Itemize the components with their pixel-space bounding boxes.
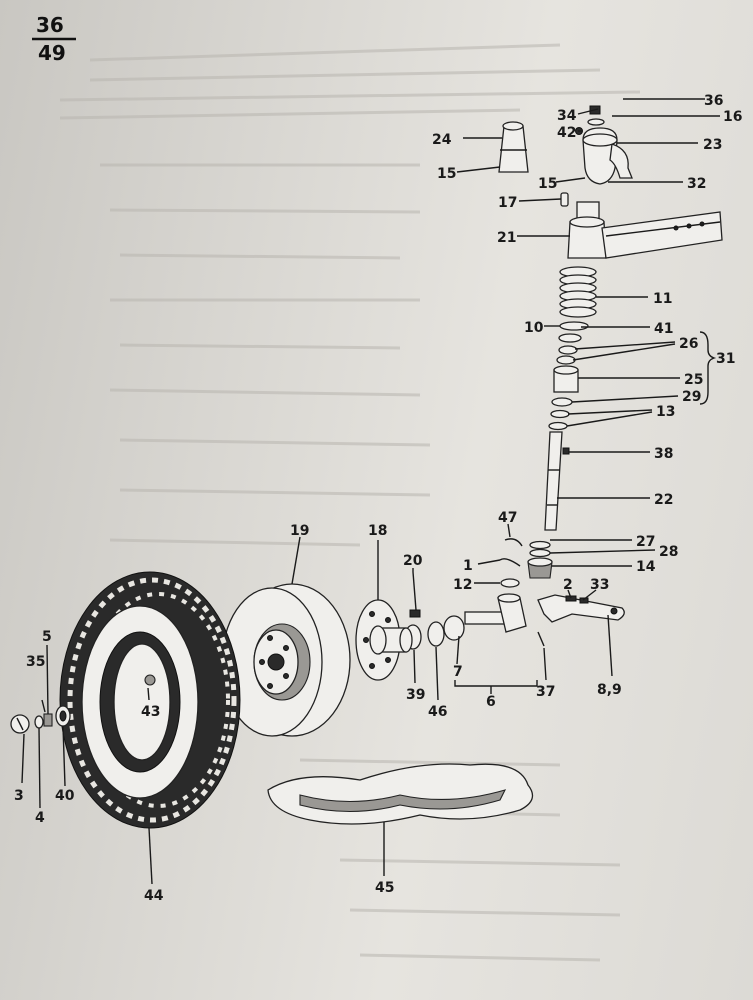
callout-24: 24 bbox=[432, 132, 452, 148]
callout-7: 7 bbox=[453, 664, 463, 680]
callout-3: 3 bbox=[14, 788, 24, 804]
hub-cap-3 bbox=[10, 714, 30, 734]
callout-25: 25 bbox=[684, 372, 703, 388]
callout-17: 17 bbox=[498, 195, 517, 211]
callout-47: 47 bbox=[498, 510, 517, 526]
callout-numbers: 36 34 16 42 24 23 15 15 32 17 21 11 10 4… bbox=[14, 93, 742, 904]
callout-26: 26 bbox=[679, 336, 698, 352]
callout-22: 22 bbox=[654, 492, 673, 508]
callout-32: 32 bbox=[687, 176, 706, 192]
nut-5 bbox=[43, 713, 53, 727]
washer-13 bbox=[548, 409, 570, 431]
seal-29 bbox=[551, 397, 573, 407]
hub-18 bbox=[355, 599, 413, 681]
clip-47 bbox=[504, 538, 523, 547]
callout-40: 40 bbox=[55, 788, 75, 804]
callout-13: 13 bbox=[656, 404, 675, 420]
stub-axle-7 bbox=[464, 593, 527, 633]
callout-10: 10 bbox=[524, 320, 544, 336]
ring-10 bbox=[559, 321, 589, 331]
callout-41: 41 bbox=[654, 321, 673, 337]
spring-pin-1 bbox=[499, 558, 521, 567]
callout-42: 42 bbox=[557, 125, 576, 141]
callout-46: 46 bbox=[428, 704, 447, 720]
callout-16: 16 bbox=[723, 109, 742, 125]
callout-31: 31 bbox=[716, 351, 735, 367]
callout-14: 14 bbox=[636, 559, 656, 575]
castle-nut-14 bbox=[527, 557, 553, 579]
page-number-top: 36 bbox=[36, 13, 64, 37]
bushing-25 bbox=[553, 365, 579, 393]
callout-44: 44 bbox=[144, 888, 164, 904]
callout-12: 12 bbox=[453, 577, 472, 593]
callout-6: 6 bbox=[486, 694, 496, 710]
callout-38: 38 bbox=[654, 446, 673, 462]
bearing-40 bbox=[55, 705, 71, 727]
callout-37: 37 bbox=[536, 684, 555, 700]
callout-11: 11 bbox=[653, 291, 672, 307]
callout-4: 4 bbox=[35, 810, 45, 826]
callout-34: 34 bbox=[557, 108, 577, 124]
callout-28: 28 bbox=[659, 544, 678, 560]
washer-4 bbox=[34, 715, 44, 729]
washer-12 bbox=[500, 578, 520, 588]
callout-43: 43 bbox=[141, 704, 160, 720]
callout-33: 33 bbox=[590, 577, 609, 593]
bearing-cone bbox=[443, 615, 465, 641]
pin-17 bbox=[560, 192, 569, 207]
leader-lines bbox=[21, 98, 720, 885]
bushing-24 bbox=[498, 121, 529, 173]
pin-35 bbox=[41, 699, 46, 713]
callout-15a: 15 bbox=[437, 166, 456, 182]
tyre-44 bbox=[59, 571, 241, 829]
callout-45: 45 bbox=[375, 880, 394, 896]
rim-19 bbox=[221, 583, 351, 737]
steering-arm-8-9 bbox=[537, 594, 625, 623]
seal-46 bbox=[427, 621, 445, 647]
callout-18: 18 bbox=[368, 523, 387, 539]
callout-1: 1 bbox=[463, 558, 473, 574]
callout-19: 19 bbox=[290, 523, 309, 539]
ring-41 bbox=[558, 333, 582, 343]
callout-2: 2 bbox=[563, 577, 573, 593]
washer-16 bbox=[587, 118, 605, 126]
callout-35: 35 bbox=[26, 654, 45, 670]
washers-27-28 bbox=[529, 540, 551, 558]
kingpin-22 bbox=[544, 431, 563, 531]
pin-37 bbox=[537, 631, 545, 647]
bolts-2-33 bbox=[565, 595, 589, 604]
callout-21: 21 bbox=[497, 230, 516, 246]
page-number-bottom: 49 bbox=[38, 41, 66, 65]
spring-11 bbox=[559, 266, 597, 318]
callout-5: 5 bbox=[42, 629, 52, 645]
callout-39: 39 bbox=[406, 687, 425, 703]
callout-36: 36 bbox=[704, 93, 723, 109]
grease-nipple-38 bbox=[562, 447, 570, 455]
callout-23: 23 bbox=[703, 137, 722, 153]
steering-knuckle-housing-21 bbox=[567, 201, 723, 259]
callout-29: 29 bbox=[682, 389, 701, 405]
callout-27: 27 bbox=[636, 534, 655, 550]
steering-arm-23 bbox=[582, 127, 633, 185]
bearing-26 bbox=[556, 345, 578, 365]
callout-15b: 15 bbox=[538, 176, 557, 192]
tube-45 bbox=[267, 763, 534, 825]
callout-8-9: 8,9 bbox=[597, 682, 622, 698]
wheel-stud-20 bbox=[409, 571, 421, 618]
callout-20: 20 bbox=[403, 553, 423, 569]
